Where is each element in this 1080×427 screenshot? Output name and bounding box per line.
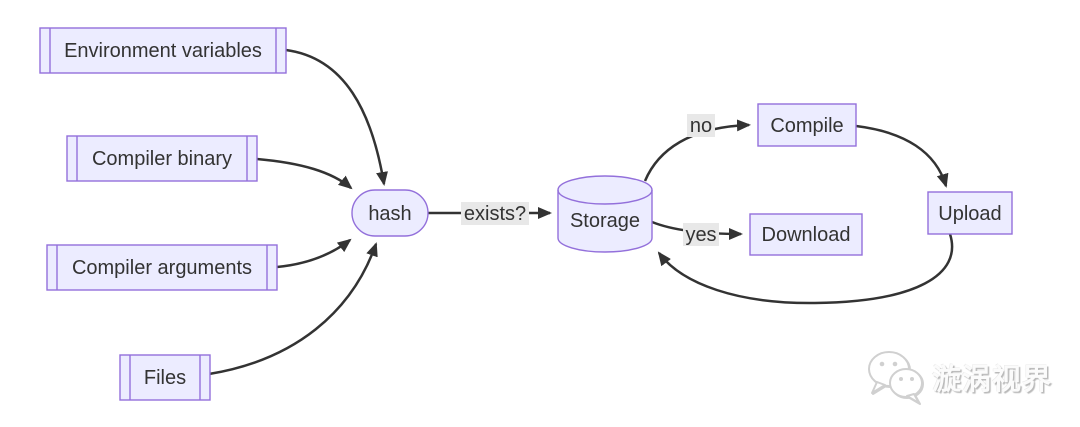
node-compiler-binary-box (66, 135, 258, 182)
node-hash: hash (351, 189, 429, 237)
node-compiler-arguments: Compiler arguments (46, 244, 278, 291)
node-compiler-binary: Compiler binary (66, 135, 258, 182)
edge-label-no-text: no (690, 115, 712, 137)
node-environment-variables-box (39, 27, 287, 74)
node-upload-label: Upload (938, 203, 1001, 225)
node-compiler-arguments-label: Compiler arguments (72, 257, 252, 279)
node-hash-stadium (351, 189, 429, 237)
node-environment-variables: Environment variables (39, 27, 287, 74)
node-download-box (749, 213, 863, 256)
node-files: Files (119, 354, 211, 401)
node-storage: Storage (557, 175, 653, 253)
node-download: Download (749, 213, 863, 256)
edge-compile-to-upload (855, 124, 949, 188)
edge-files-to-hash (208, 242, 378, 376)
edge-label-exists-bg (461, 202, 529, 225)
edge-label-yes: yes (683, 223, 719, 246)
edge-label-exists-text: exists? (464, 203, 526, 225)
node-upload: Upload (927, 191, 1013, 235)
edge-label-yes-text: yes (685, 224, 716, 246)
edge-bin-to-hash (256, 157, 353, 190)
node-compile-box (757, 103, 857, 147)
node-environment-variables-label: Environment variables (64, 40, 262, 62)
edge-storage-to-compile (643, 119, 751, 182)
node-download-label: Download (762, 224, 851, 246)
node-compile: Compile (757, 103, 857, 147)
edge-label-yes-bg (683, 223, 719, 246)
edge-upload-to-storage (657, 233, 954, 305)
node-upload-box (927, 191, 1013, 235)
edge-label-no-bg (687, 114, 715, 137)
node-compile-label: Compile (770, 115, 843, 137)
edge-label-no: no (687, 114, 715, 137)
node-compiler-binary-label: Compiler binary (92, 148, 232, 170)
edge-label-exists: exists? (461, 202, 529, 225)
edge-labels: exists? no yes (461, 114, 719, 246)
node-storage-cylinder-top-arc (557, 189, 653, 205)
node-files-box (119, 354, 211, 401)
node-storage-label: Storage (570, 210, 640, 232)
nodes: Environment variables Compiler binary Co… (39, 27, 1013, 401)
edge-args-to-hash (276, 238, 352, 269)
edge-env-to-hash (285, 48, 388, 186)
node-hash-label: hash (368, 203, 411, 225)
node-files-label: Files (144, 367, 186, 389)
node-compiler-arguments-box (46, 244, 278, 291)
node-storage-cylinder-body (557, 175, 653, 253)
